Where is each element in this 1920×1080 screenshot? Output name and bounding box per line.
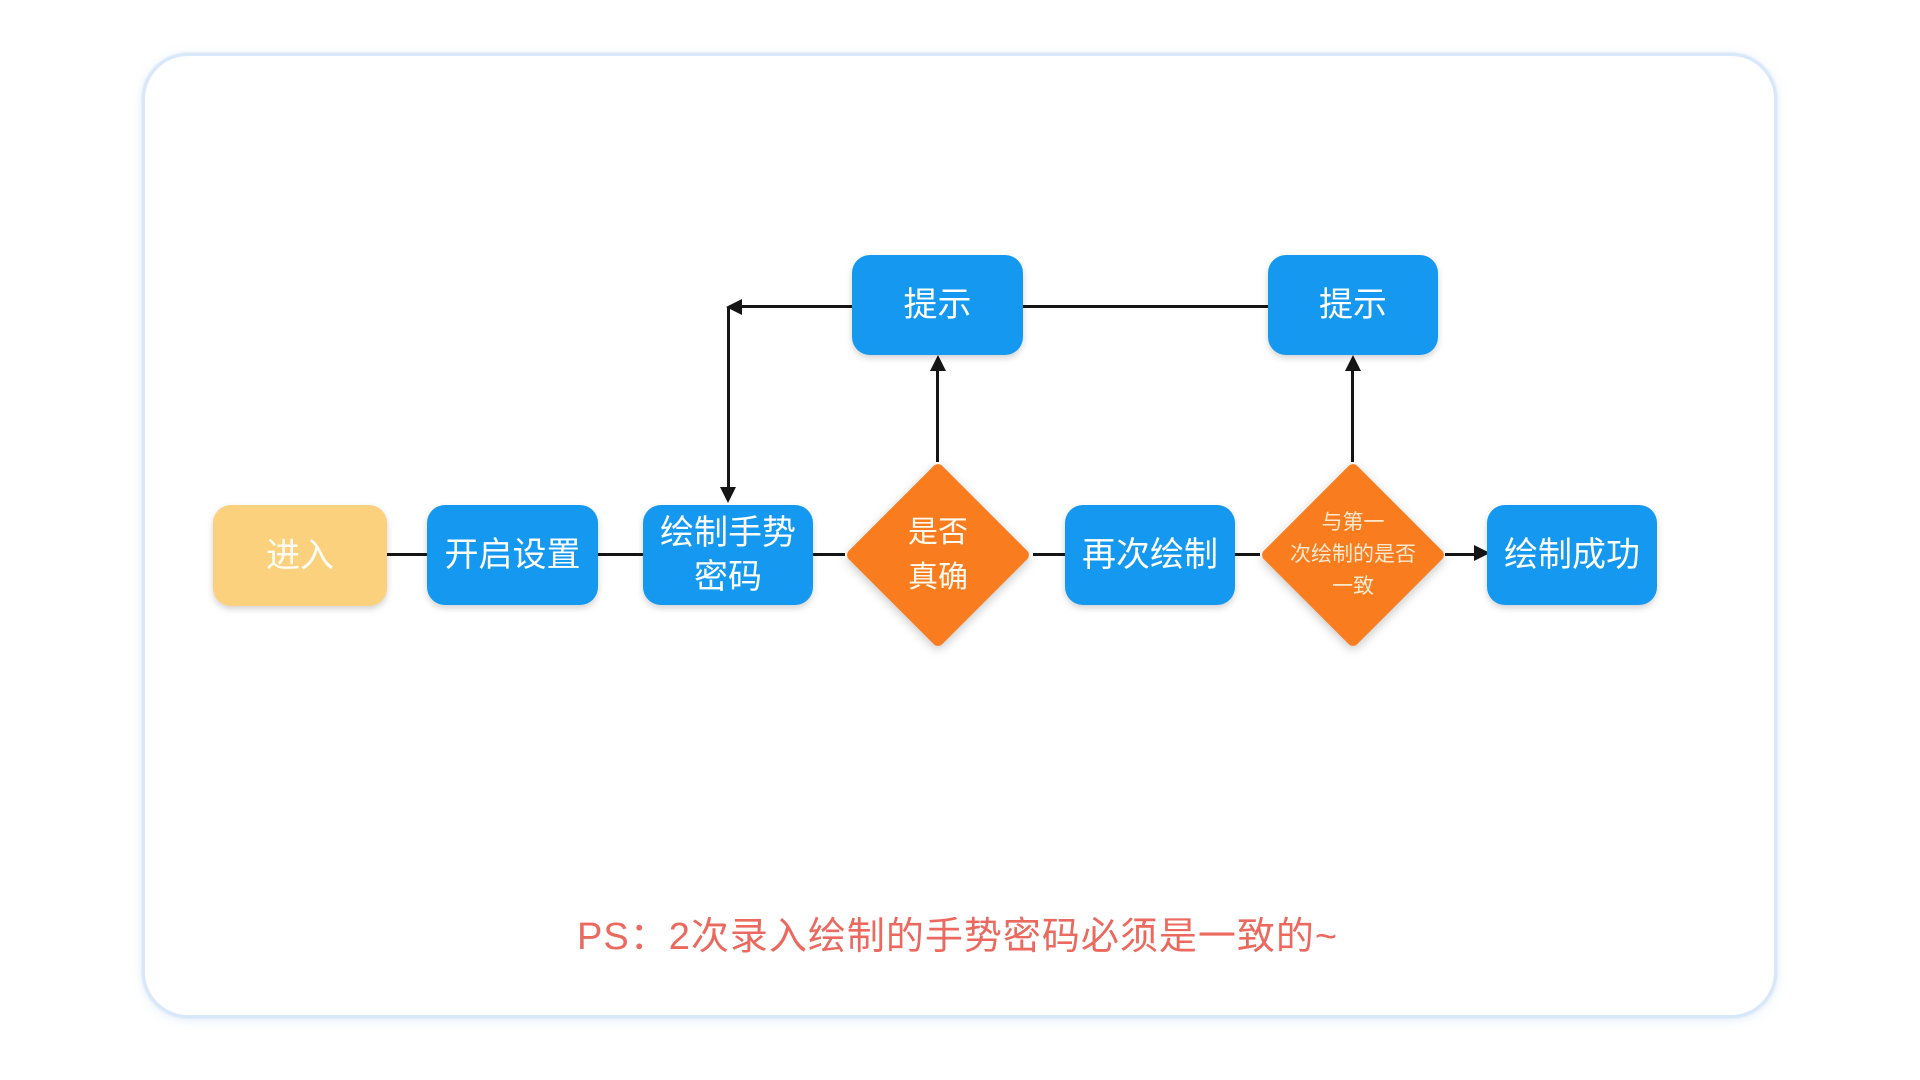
decision-match-label: 与第一 次绘制的是否 一致: [1290, 511, 1416, 598]
edge-enter-to-open-settings: [387, 553, 427, 556]
edge-match-to-hint2: [1351, 371, 1354, 462]
node-open-settings: 开启设置: [427, 505, 598, 605]
arrowhead-match-to-success: [1474, 545, 1490, 561]
node-enter: 进入: [213, 505, 387, 606]
arrowhead-match-to-hint2: [1345, 355, 1361, 371]
node-success-label: 绘制成功: [1504, 536, 1640, 574]
node-success: 绘制成功: [1487, 505, 1657, 605]
edge-hint1-back-vertical: [727, 307, 730, 487]
edge-hint1-to-hint2: [1023, 305, 1268, 308]
node-hint-1: 提示: [852, 255, 1023, 355]
arrowhead-hint1-back-left: [726, 299, 742, 315]
node-enter-label: 进入: [266, 536, 334, 575]
ps-footnote: PS：2次录入绘制的手势密码必须是一致的~: [577, 916, 1339, 958]
node-decision-correct: 是否 真确: [844, 461, 1032, 649]
node-hint-2-label: 提示: [1319, 286, 1387, 324]
arrowhead-back-to-draw: [720, 487, 736, 503]
arrowhead-correct-to-hint1: [930, 355, 946, 371]
node-redraw-label: 再次绘制: [1082, 536, 1218, 574]
node-draw-password: 绘制手势 密码: [643, 505, 813, 605]
edge-match-to-success: [1445, 553, 1476, 556]
edge-open-settings-to-draw: [598, 553, 643, 556]
edge-draw-to-correct: [813, 553, 845, 556]
node-open-settings-label: 开启设置: [444, 536, 581, 574]
node-hint-2: 提示: [1268, 255, 1438, 355]
edge-correct-to-hint1: [936, 371, 939, 462]
node-redraw: 再次绘制: [1065, 505, 1235, 605]
edge-redraw-to-match: [1235, 553, 1260, 556]
edge-hint1-back-horizontal: [742, 305, 852, 308]
node-draw-password-label: 绘制手势 密码: [660, 514, 796, 596]
node-hint-1-label: 提示: [903, 286, 972, 324]
decision-correct-label: 是否 真确: [908, 516, 968, 594]
edge-correct-to-redraw: [1033, 553, 1065, 556]
node-decision-match: 与第一 次绘制的是否 一致: [1259, 461, 1447, 649]
